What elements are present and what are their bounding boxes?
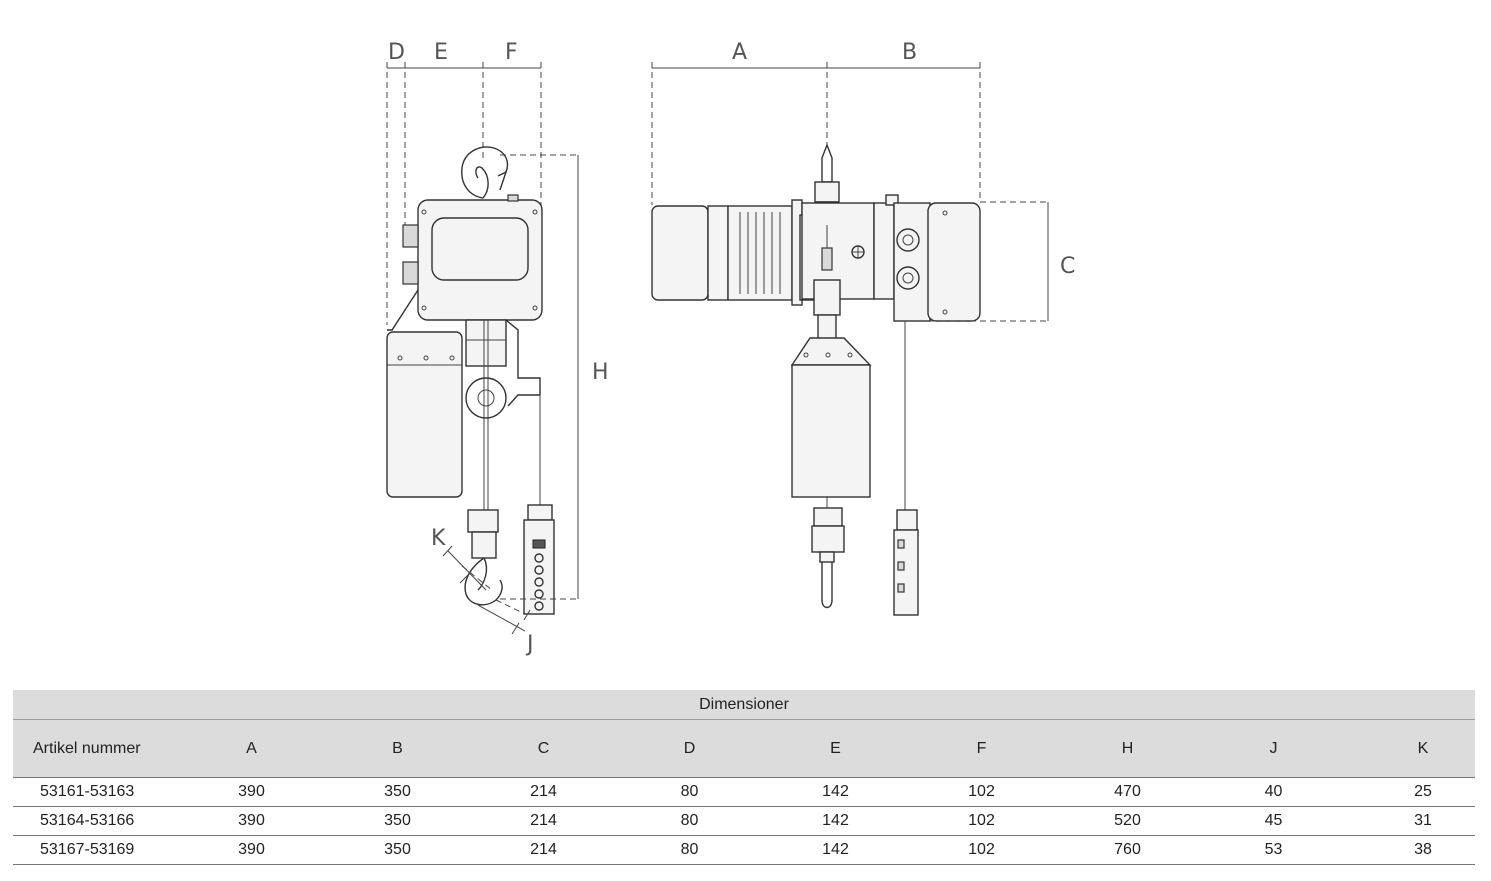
table-cell: 350: [300, 806, 495, 836]
table-cell: 31: [1371, 806, 1475, 836]
front-view: A B: [651, 40, 1075, 616]
table-cell: 760: [1079, 835, 1176, 865]
table-group-header: Dimensioner: [13, 690, 1475, 720]
table-cell: 45: [1176, 806, 1371, 836]
dim-label-j: J: [525, 632, 534, 657]
table-cell: 40: [1176, 777, 1371, 807]
table-cell: 214: [495, 777, 592, 807]
table-cell: 142: [787, 835, 884, 865]
table-cell: 142: [787, 806, 884, 836]
table-cell: 470: [1079, 777, 1176, 807]
dim-label-b: B: [902, 40, 917, 65]
pendant-control-front: [893, 509, 919, 616]
table-cell: 142: [787, 777, 884, 807]
table-column-header-row: Artikel nummer A B C D E F H J K: [13, 719, 1475, 778]
dimension-table-container: Dimensioner Artikel nummer A B C D E F H…: [13, 690, 1475, 865]
table-cell: 102: [884, 777, 1079, 807]
column-header-f: F: [884, 719, 1079, 778]
table-cell: 80: [592, 777, 787, 807]
dim-label-e: E: [434, 40, 448, 65]
dim-label-a: A: [732, 40, 747, 65]
dimension-table: Dimensioner Artikel nummer A B C D E F H…: [13, 690, 1475, 865]
table-cell: 214: [495, 806, 592, 836]
side-view: D E F: [386, 40, 609, 657]
table-cell: 25: [1371, 777, 1475, 807]
table-cell: 53: [1176, 835, 1371, 865]
column-header-a: A: [203, 719, 300, 778]
table-cell: 520: [1079, 806, 1176, 836]
dim-label-d: D: [388, 40, 405, 65]
table-cell: 390: [203, 806, 300, 836]
table-row: 53167-53169 390 350 214 80 142 102 760 5…: [13, 835, 1475, 865]
column-header-e: E: [787, 719, 884, 778]
column-header-article: Artikel nummer: [13, 719, 203, 778]
table-cell: 350: [300, 777, 495, 807]
table-cell: 102: [884, 806, 1079, 836]
table-cell: 53164-53166: [13, 806, 203, 836]
dim-label-h: H: [592, 360, 609, 385]
table-cell: 38: [1371, 835, 1475, 865]
column-header-h: H: [1079, 719, 1176, 778]
table-cell: 390: [203, 835, 300, 865]
table-row: 53164-53166 390 350 214 80 142 102 520 4…: [13, 806, 1475, 836]
table-cell: 390: [203, 777, 300, 807]
dim-label-k: K: [431, 526, 446, 551]
table-row: 53161-53163 390 350 214 80 142 102 470 4…: [13, 777, 1475, 807]
table-cell: 102: [884, 835, 1079, 865]
load-chain: [483, 320, 489, 510]
column-header-j: J: [1176, 719, 1371, 778]
table-cell: 53161-53163: [13, 777, 203, 807]
table-cell: 80: [592, 835, 787, 865]
table-cell: 53167-53169: [13, 835, 203, 865]
table-cell: 214: [495, 835, 592, 865]
column-header-d: D: [592, 719, 787, 778]
hoist-dimension-drawing: D E F: [386, 40, 1075, 657]
motor: [651, 199, 817, 306]
dim-label-c: C: [1060, 254, 1075, 279]
column-header-c: C: [495, 719, 592, 778]
pendant-control: [523, 504, 555, 615]
table-cell: 350: [300, 835, 495, 865]
column-header-k: K: [1371, 719, 1475, 778]
table-cell: 80: [592, 806, 787, 836]
table-group-header-row: Dimensioner: [13, 690, 1475, 720]
dim-label-f: F: [505, 40, 518, 65]
column-header-b: B: [300, 719, 495, 778]
